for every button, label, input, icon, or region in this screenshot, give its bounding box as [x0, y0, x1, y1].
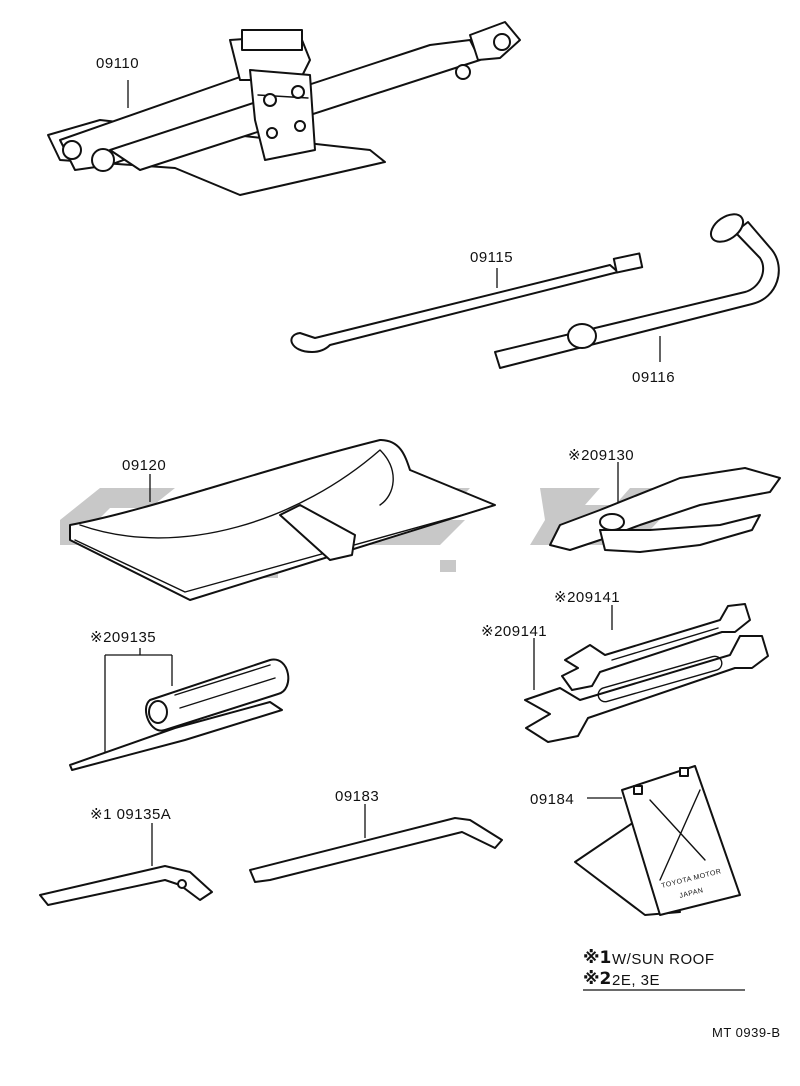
label-09183: 09183	[335, 788, 379, 805]
notes-legend: ※1 W/SUN ROOF ※2 2E, 3E	[583, 948, 745, 991]
note2-mark: ※2	[583, 969, 611, 989]
tool-bag	[69, 439, 496, 601]
label-09130: ※209130	[568, 447, 634, 464]
label-09141-small: ※209141	[554, 589, 620, 606]
note1-text: W/SUN ROOF	[612, 951, 715, 968]
pliers	[549, 467, 781, 553]
label-09120: 09120	[122, 457, 166, 474]
label-09135: ※209135	[90, 629, 156, 646]
label-09135A: ※1 09135A	[90, 806, 171, 823]
wheel-nut-wrench	[494, 213, 780, 369]
note1-mark: ※1	[583, 948, 611, 968]
wheel-chock: TOYOTA MOTOR JAPAN	[574, 765, 741, 916]
open-end-wrench-small	[561, 603, 751, 691]
jack-handle-rod	[290, 252, 644, 353]
note2-text: 2E, 3E	[612, 972, 660, 989]
label-09116: 09116	[632, 369, 675, 386]
offset-screwdriver	[39, 865, 213, 906]
screwdriver	[69, 658, 290, 771]
figure-code: MT 0939-B	[712, 1025, 781, 1040]
scissor-jack	[47, 21, 521, 196]
label-09115: 09115	[470, 249, 513, 266]
label-09141-large: ※209141	[481, 623, 547, 640]
lever-bar	[249, 817, 503, 883]
open-end-wrench-large	[524, 635, 769, 743]
label-09110: 09110	[96, 55, 139, 72]
label-09184: 09184	[530, 791, 574, 808]
